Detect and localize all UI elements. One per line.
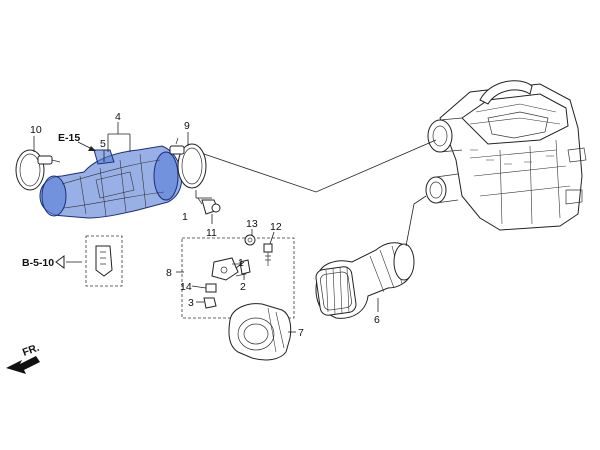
callout-3: 3 (188, 297, 194, 309)
housing-inlet-upper (427, 117, 463, 153)
part-6-air-duct[interactable] (315, 242, 415, 319)
b-5-10-arrow-icon (55, 255, 65, 269)
callout-5: 5 (100, 138, 106, 150)
part-8-group-box (181, 237, 295, 319)
part-1-bracket[interactable] (211, 257, 247, 281)
part-9-hose-clamp[interactable] (169, 137, 207, 189)
front-direction-label: FR. (21, 342, 41, 359)
front-direction-arrow-icon (6, 356, 40, 374)
callout-2: 2 (240, 281, 246, 293)
part-12-bolt[interactable] (263, 243, 273, 266)
housing-outlet-lower (425, 173, 459, 204)
callout-14: 14 (180, 281, 192, 293)
part-13-nut[interactable] (244, 234, 256, 246)
part-4-intake-tube-highlighted[interactable] (39, 145, 183, 219)
connector-inset-box (85, 235, 123, 287)
callout-12: 12 (270, 221, 282, 233)
reference-e15[interactable]: E-15 (58, 132, 80, 144)
callout-13: 13 (246, 218, 258, 230)
callout-7: 7 (298, 327, 304, 339)
callout-11: 11 (206, 227, 217, 239)
part-11-sensor[interactable] (197, 197, 221, 215)
callout-4: 4 (115, 111, 121, 123)
part-14-screw[interactable] (205, 283, 217, 293)
callout-8: 8 (166, 267, 172, 279)
part-10-hose-clamp[interactable] (15, 149, 61, 191)
callout-1-upper: 1 (182, 211, 188, 223)
leader-lines (33, 122, 437, 333)
callout-1: 1 (238, 257, 244, 269)
part-7-adapter[interactable] (228, 303, 292, 361)
reference-b-5-10[interactable]: B-5-10 (22, 257, 54, 269)
callout-9: 9 (184, 120, 190, 132)
air-cleaner-housing[interactable] (439, 80, 587, 231)
callout-10: 10 (30, 124, 42, 136)
part-3-clip[interactable] (203, 297, 217, 309)
callout-6: 6 (374, 314, 380, 326)
